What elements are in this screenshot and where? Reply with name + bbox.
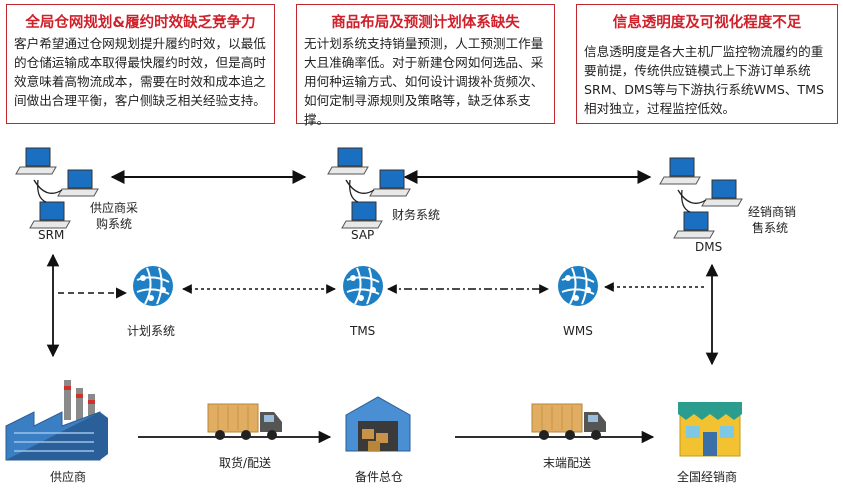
tms-label: TMS <box>350 324 376 338</box>
problem-text-2: 无计划系统支持销量预测，人工预测工作量大且准确率低。对于新建仓网如何选品、采用何… <box>304 36 544 127</box>
pickup-label: 取货/配送 <box>219 456 272 470</box>
dms-desc-line1: 经销商销 <box>748 205 797 219</box>
supplier-label: 供应商 <box>50 470 87 484</box>
sap-desc: 财务系统 <box>392 208 441 222</box>
srm-desc-line2: 购系统 <box>96 217 133 231</box>
srm-computers-icon <box>15 147 99 229</box>
dms-label: DMS <box>695 240 723 254</box>
srm-label: SRM <box>38 228 65 242</box>
problem-text-1: 客户希望通过仓网规划提升履约时效，以最低的仓储运输成本取得最快履约时效，但是高时… <box>14 36 266 108</box>
warehouse-icon <box>345 396 411 452</box>
plan-system-globe-icon <box>133 266 173 306</box>
problem-box-1: 全局仓网规划&履约时效缺乏竞争力 客户希望通过仓网规划提升履约时效，以最低的仓储… <box>6 4 275 124</box>
laptop-icon <box>701 179 743 207</box>
srm-desc-line1: 供应商采 <box>90 201 139 215</box>
plan-system-label: 计划系统 <box>127 324 176 338</box>
factory-icon <box>5 380 108 461</box>
truck-icon <box>531 403 606 440</box>
dms-computers-icon <box>659 157 743 239</box>
dealer-label: 全国经销商 <box>677 470 738 484</box>
truck-icon <box>207 403 282 440</box>
problem-title-2: 商品布局及预测计划体系缺失 <box>331 15 520 31</box>
warehouse-label: 备件总仓 <box>355 470 404 484</box>
store-icon <box>678 402 742 457</box>
wms-label: WMS <box>563 324 593 338</box>
laptop-icon <box>29 201 71 229</box>
laptop-icon <box>659 157 701 185</box>
laptop-icon <box>327 147 369 175</box>
lastmile-label: 末端配送 <box>543 456 592 470</box>
laptop-icon <box>15 147 57 175</box>
problem-box-3: 信息透明度及可视化程度不足 信息透明度是各大主机厂监控物流履约的重要前提，传统供… <box>576 4 838 124</box>
sap-label: SAP <box>351 228 375 242</box>
problem-box-2: 商品布局及预测计划体系缺失 无计划系统支持销量预测，人工预测工作量大且准确率低。… <box>296 4 555 127</box>
tms-globe-icon <box>343 266 383 306</box>
problem-title-3: 信息透明度及可视化程度不足 <box>612 15 802 31</box>
laptop-icon <box>673 211 715 239</box>
wms-globe-icon <box>558 266 598 306</box>
problem-text-3: 信息透明度是各大主机厂监控物流履约的重要前提，传统供应链模式上下游订单系统SRM… <box>584 44 824 116</box>
laptop-icon <box>341 201 383 229</box>
sap-computers-icon <box>327 147 411 229</box>
laptop-icon <box>57 169 99 197</box>
dms-desc-line2: 售系统 <box>752 221 789 235</box>
laptop-icon <box>369 169 411 197</box>
problem-title-1: 全局仓网规划&履约时效缺乏竞争力 <box>25 15 256 31</box>
